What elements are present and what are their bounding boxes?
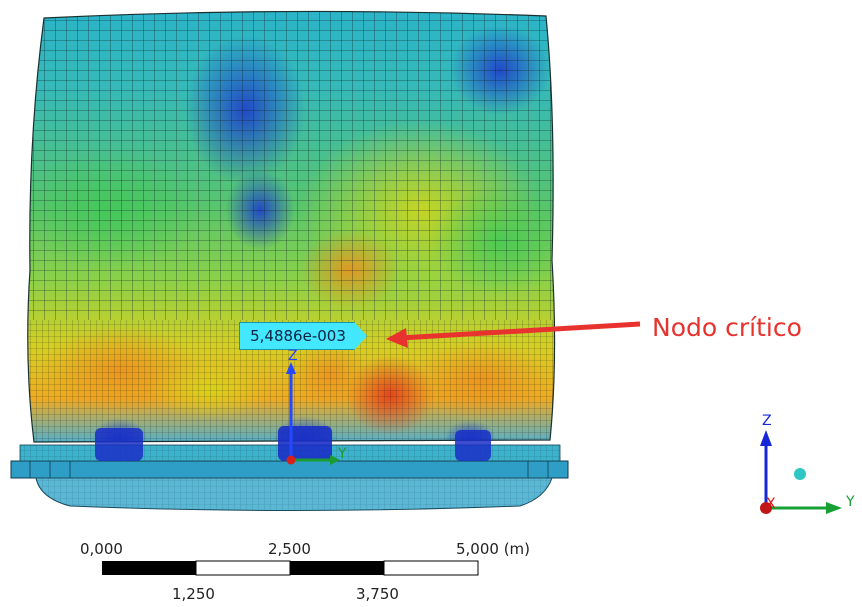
- base-plate: [10, 426, 569, 511]
- model-axis-triad: [286, 362, 340, 465]
- scale-label-1: 1,250: [172, 585, 215, 603]
- scale-label-2: 2,500: [268, 540, 311, 558]
- triad-z-axis-label: Z: [762, 413, 772, 429]
- critical-node-arrow: [386, 321, 641, 348]
- orientation-triad[interactable]: [760, 430, 842, 514]
- tank-body: [27, 10, 556, 443]
- scale-label-0: 0,000: [80, 540, 123, 558]
- model-y-axis-label: Y: [338, 446, 347, 462]
- model-z-axis-label: Z: [288, 348, 298, 364]
- scale-label-4: 5,000 (m): [456, 540, 531, 558]
- critical-node-label: Nodo crítico: [652, 313, 802, 342]
- scale-label-3: 3,750: [356, 585, 399, 603]
- scale-bar: [102, 560, 479, 576]
- result-probe-label[interactable]: 5,4886e-003: [239, 322, 367, 350]
- triad-x-axis-label: X: [766, 496, 776, 512]
- isometric-view-icon[interactable]: [794, 468, 806, 480]
- probe-value: 5,4886e-003: [250, 327, 346, 345]
- triad-y-axis-label: Y: [846, 494, 855, 510]
